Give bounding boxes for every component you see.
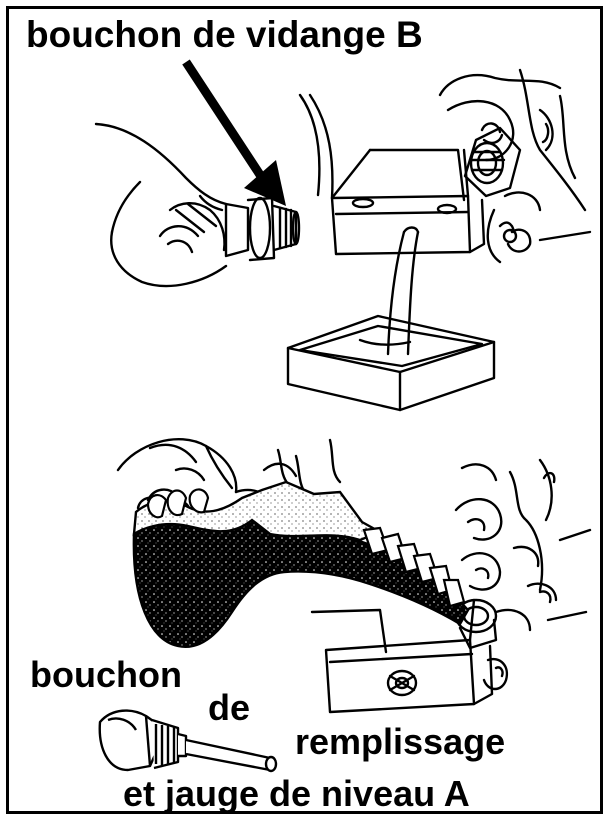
drain-plug-b-label: bouchon de vidange B (26, 16, 423, 53)
filler-cap-label-line3: remplissage (295, 724, 505, 760)
oil-sump-bottom (312, 600, 507, 712)
drain-plug-b (248, 198, 299, 260)
filler-cap-label-line4: et jauge de niveau A (123, 776, 470, 812)
hand-drain-plug (96, 124, 248, 286)
filler-cap-label-line1: bouchon (30, 657, 182, 693)
oil-stream (388, 228, 418, 355)
filler-cap-label-line2: de (208, 690, 250, 726)
drain-tray (288, 316, 494, 410)
arrow-to-drain-plug (186, 62, 286, 206)
engine-block-top (300, 70, 590, 262)
oil-sump-top (332, 150, 484, 254)
oil-can (134, 482, 468, 647)
